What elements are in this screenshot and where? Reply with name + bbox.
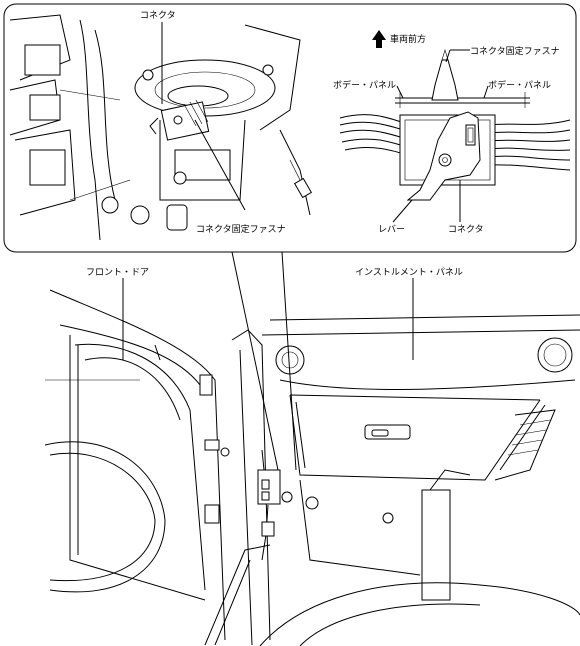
arrow-up-icon	[372, 30, 386, 48]
callout-box: コネクタ コネクタ固定ファスナ 車両前方	[3, 3, 577, 253]
front-door-label: フロント・ドア	[86, 268, 149, 278]
body-panel-left-label: ボデー・パネル	[333, 79, 396, 91]
connector-label: コネクタ	[448, 224, 484, 235]
lever-label: レバー	[378, 224, 405, 235]
callout-fastener-label: コネクタ固定ファスナ	[196, 223, 286, 235]
fastener-label: コネクタ固定ファスナ	[470, 45, 560, 57]
body-panel-right-label: ボデー・パネル	[488, 79, 551, 91]
callout-leader-left	[231, 251, 279, 471]
direction-label: 車両前方	[390, 33, 426, 45]
closeup-connector	[149, 99, 210, 141]
harness-connector	[257, 449, 293, 561]
instrument-panel-label: インストルメント・パネル	[355, 267, 463, 278]
fastener-detail: 車両前方	[339, 30, 571, 223]
main-view: フロント・ドア インストルメント・パネル	[44, 251, 580, 646]
front-door	[44, 289, 230, 641]
instrument-panel	[259, 314, 580, 646]
callout-connector-label: コネクタ	[140, 10, 176, 21]
closeup-view	[9, 14, 313, 241]
callout-leader-right	[281, 251, 297, 471]
